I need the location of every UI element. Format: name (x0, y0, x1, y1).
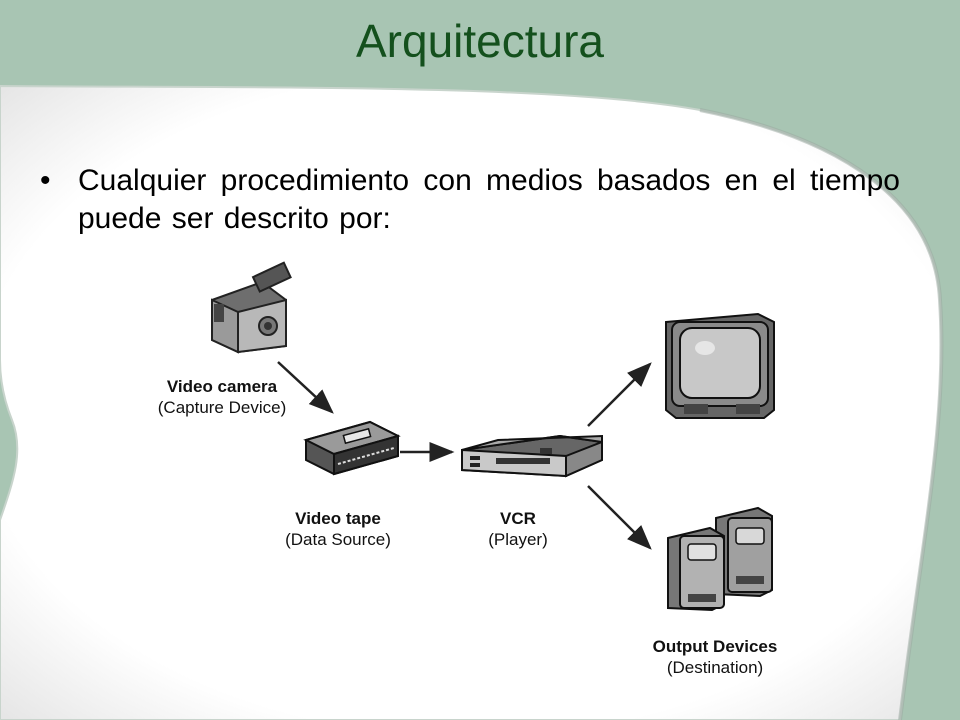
arrow-vcr-to-output (587, 485, 652, 550)
vcr-name: VCR (500, 509, 536, 528)
video-camera-icon (211, 261, 292, 354)
television-icon (665, 312, 775, 419)
camera-name: Video camera (166, 377, 278, 396)
output-devices-icon (667, 506, 773, 612)
bullet-item: • Cualquier procedimiento con medios bas… (40, 162, 900, 238)
output-role: (Destination) (666, 658, 764, 677)
tape-role: (Data Source) (285, 530, 391, 549)
panel-shadow (699, 108, 944, 720)
video-tape-icon (303, 420, 401, 476)
tape-label: Video tape (Data Source) (258, 508, 418, 550)
output-label: Output Devices (Destination) (630, 636, 800, 678)
vcr-label: VCR (Player) (458, 508, 578, 550)
arrow-camera-to-tape (277, 361, 334, 414)
output-name: Output Devices (652, 637, 778, 656)
bullet-text: Cualquier procedimiento con medios basad… (78, 164, 900, 235)
camera-role: (Capture Device) (157, 398, 287, 417)
arrow-vcr-to-tv (587, 362, 652, 427)
bullet-dot-icon: • (40, 164, 51, 197)
vcr-icon (461, 434, 603, 478)
vcr-role: (Player) (488, 530, 548, 549)
tape-name: Video tape (295, 509, 381, 528)
slide-title: Arquitectura (355, 15, 604, 67)
camera-label: Video camera (Capture Device) (132, 376, 312, 418)
